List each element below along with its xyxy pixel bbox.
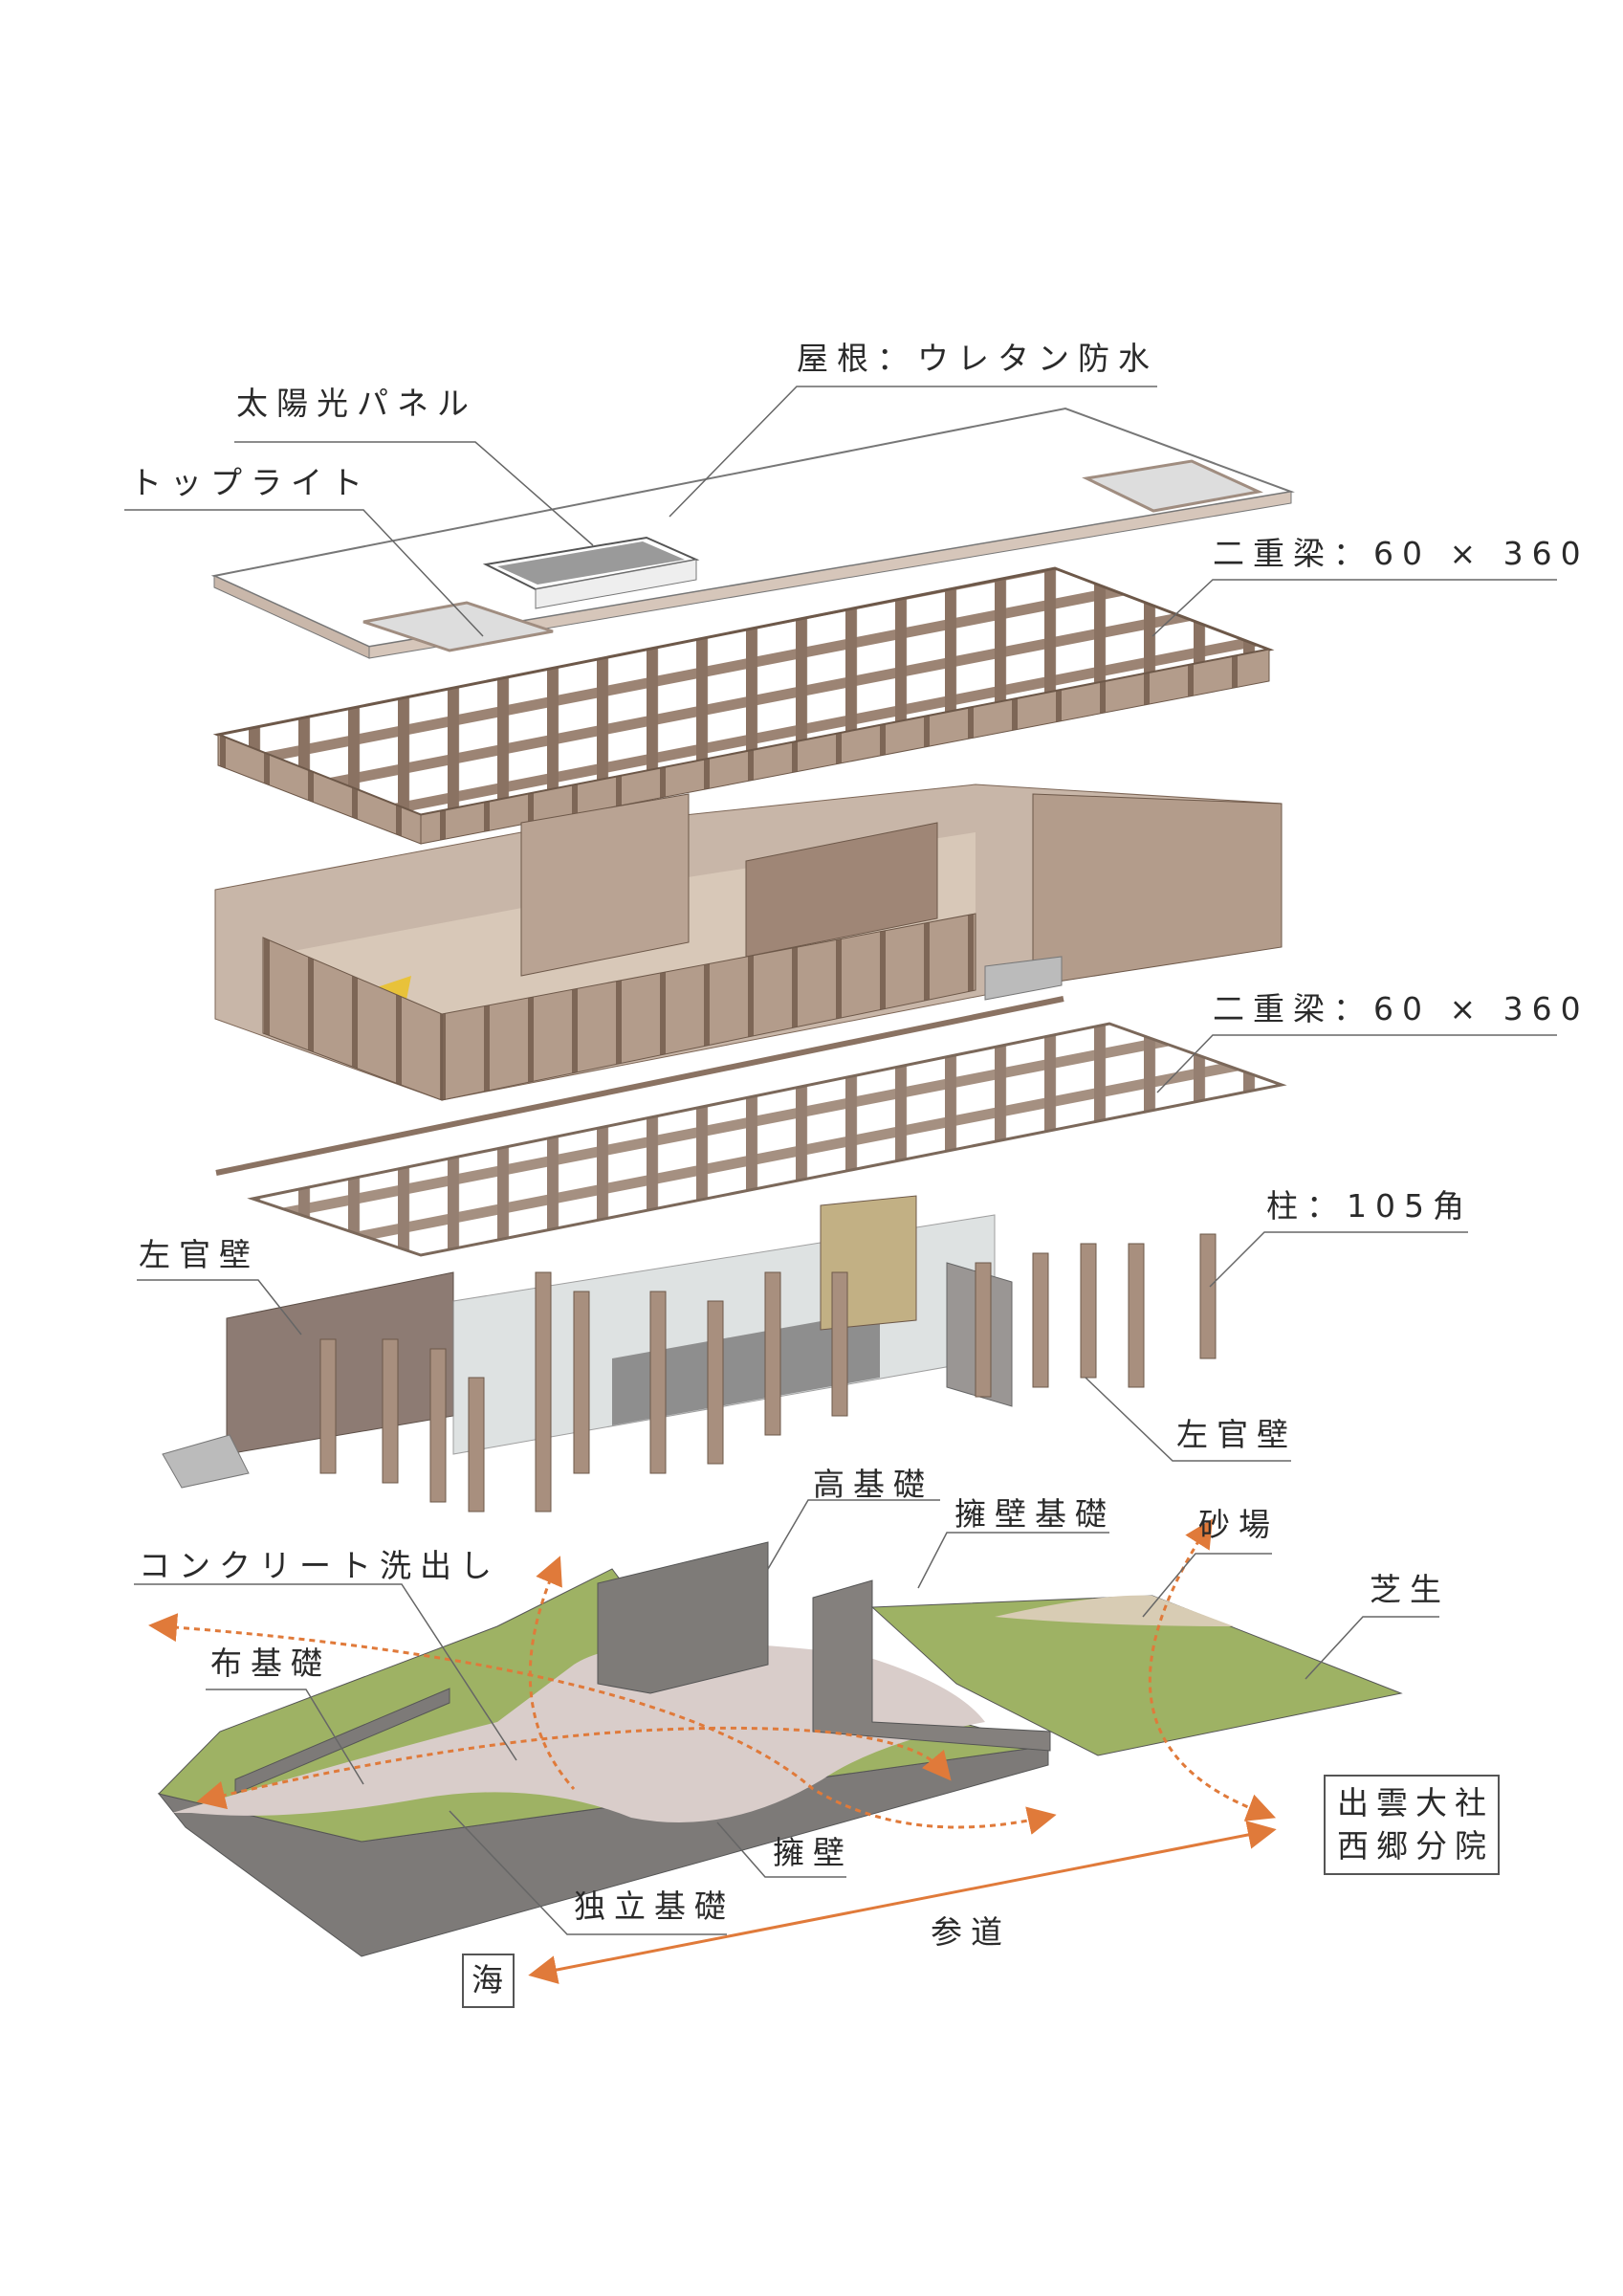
label-approach: 参道 (931, 1913, 1011, 1951)
label-washed-concrete: コンクリート洗出し (139, 1547, 500, 1584)
high-foundation (597, 1541, 769, 1694)
shrine-name-line2: 西郷分院 (1337, 1826, 1494, 1865)
label-toplight: トップライト (130, 464, 371, 501)
floor-wall-layer (214, 784, 1283, 1101)
destination-sea-box: 海 (462, 1954, 515, 2008)
toplight-left (362, 601, 554, 652)
label-high-foundation: 高基礎 (813, 1466, 933, 1503)
label-retaining-wall: 擁壁 (773, 1834, 853, 1871)
label-plaster-wall-right: 左官壁 (1176, 1416, 1297, 1453)
label-retaining-wall-foundation: 擁壁基礎 (954, 1495, 1115, 1533)
lower-double-beam-grid (215, 996, 1287, 1257)
destination-shrine-box: 出雲大社 西郷分院 (1324, 1775, 1500, 1876)
label-column: 柱：105角 (1266, 1187, 1473, 1225)
site-ground (157, 1541, 1403, 1957)
leader-lines (124, 386, 1557, 1935)
upper-double-beam-grid (212, 566, 1275, 845)
solar-panel (482, 536, 700, 609)
circulation-arrows (148, 1518, 1277, 1835)
lower-wall-column-layer (162, 1195, 1217, 1512)
label-double-beam-upper: 二重梁：60 × 360 (1213, 535, 1590, 572)
label-lawn: 芝生 (1370, 1571, 1450, 1608)
roof-slab (210, 407, 1295, 659)
label-isolated-footing: 独立基礎 (574, 1888, 735, 1925)
label-solar-panel: 太陽光パネル (236, 385, 477, 422)
plaster-wall-left (226, 1271, 454, 1455)
label-double-beam-lower: 二重梁：60 × 360 (1213, 990, 1590, 1027)
columns (319, 1233, 1217, 1512)
label-strip-foundation: 布基礎 (210, 1645, 331, 1682)
label-sandbox: 砂場 (1198, 1506, 1279, 1543)
shrine-name-line1: 出雲大社 (1337, 1784, 1494, 1821)
label-roof: 屋根：ウレタン防水 (797, 340, 1158, 377)
label-plaster-wall-left: 左官壁 (139, 1236, 259, 1273)
sea-label: 海 (472, 1961, 511, 1998)
toplight-right (1082, 459, 1263, 513)
approach-arrow (528, 1821, 1277, 1984)
